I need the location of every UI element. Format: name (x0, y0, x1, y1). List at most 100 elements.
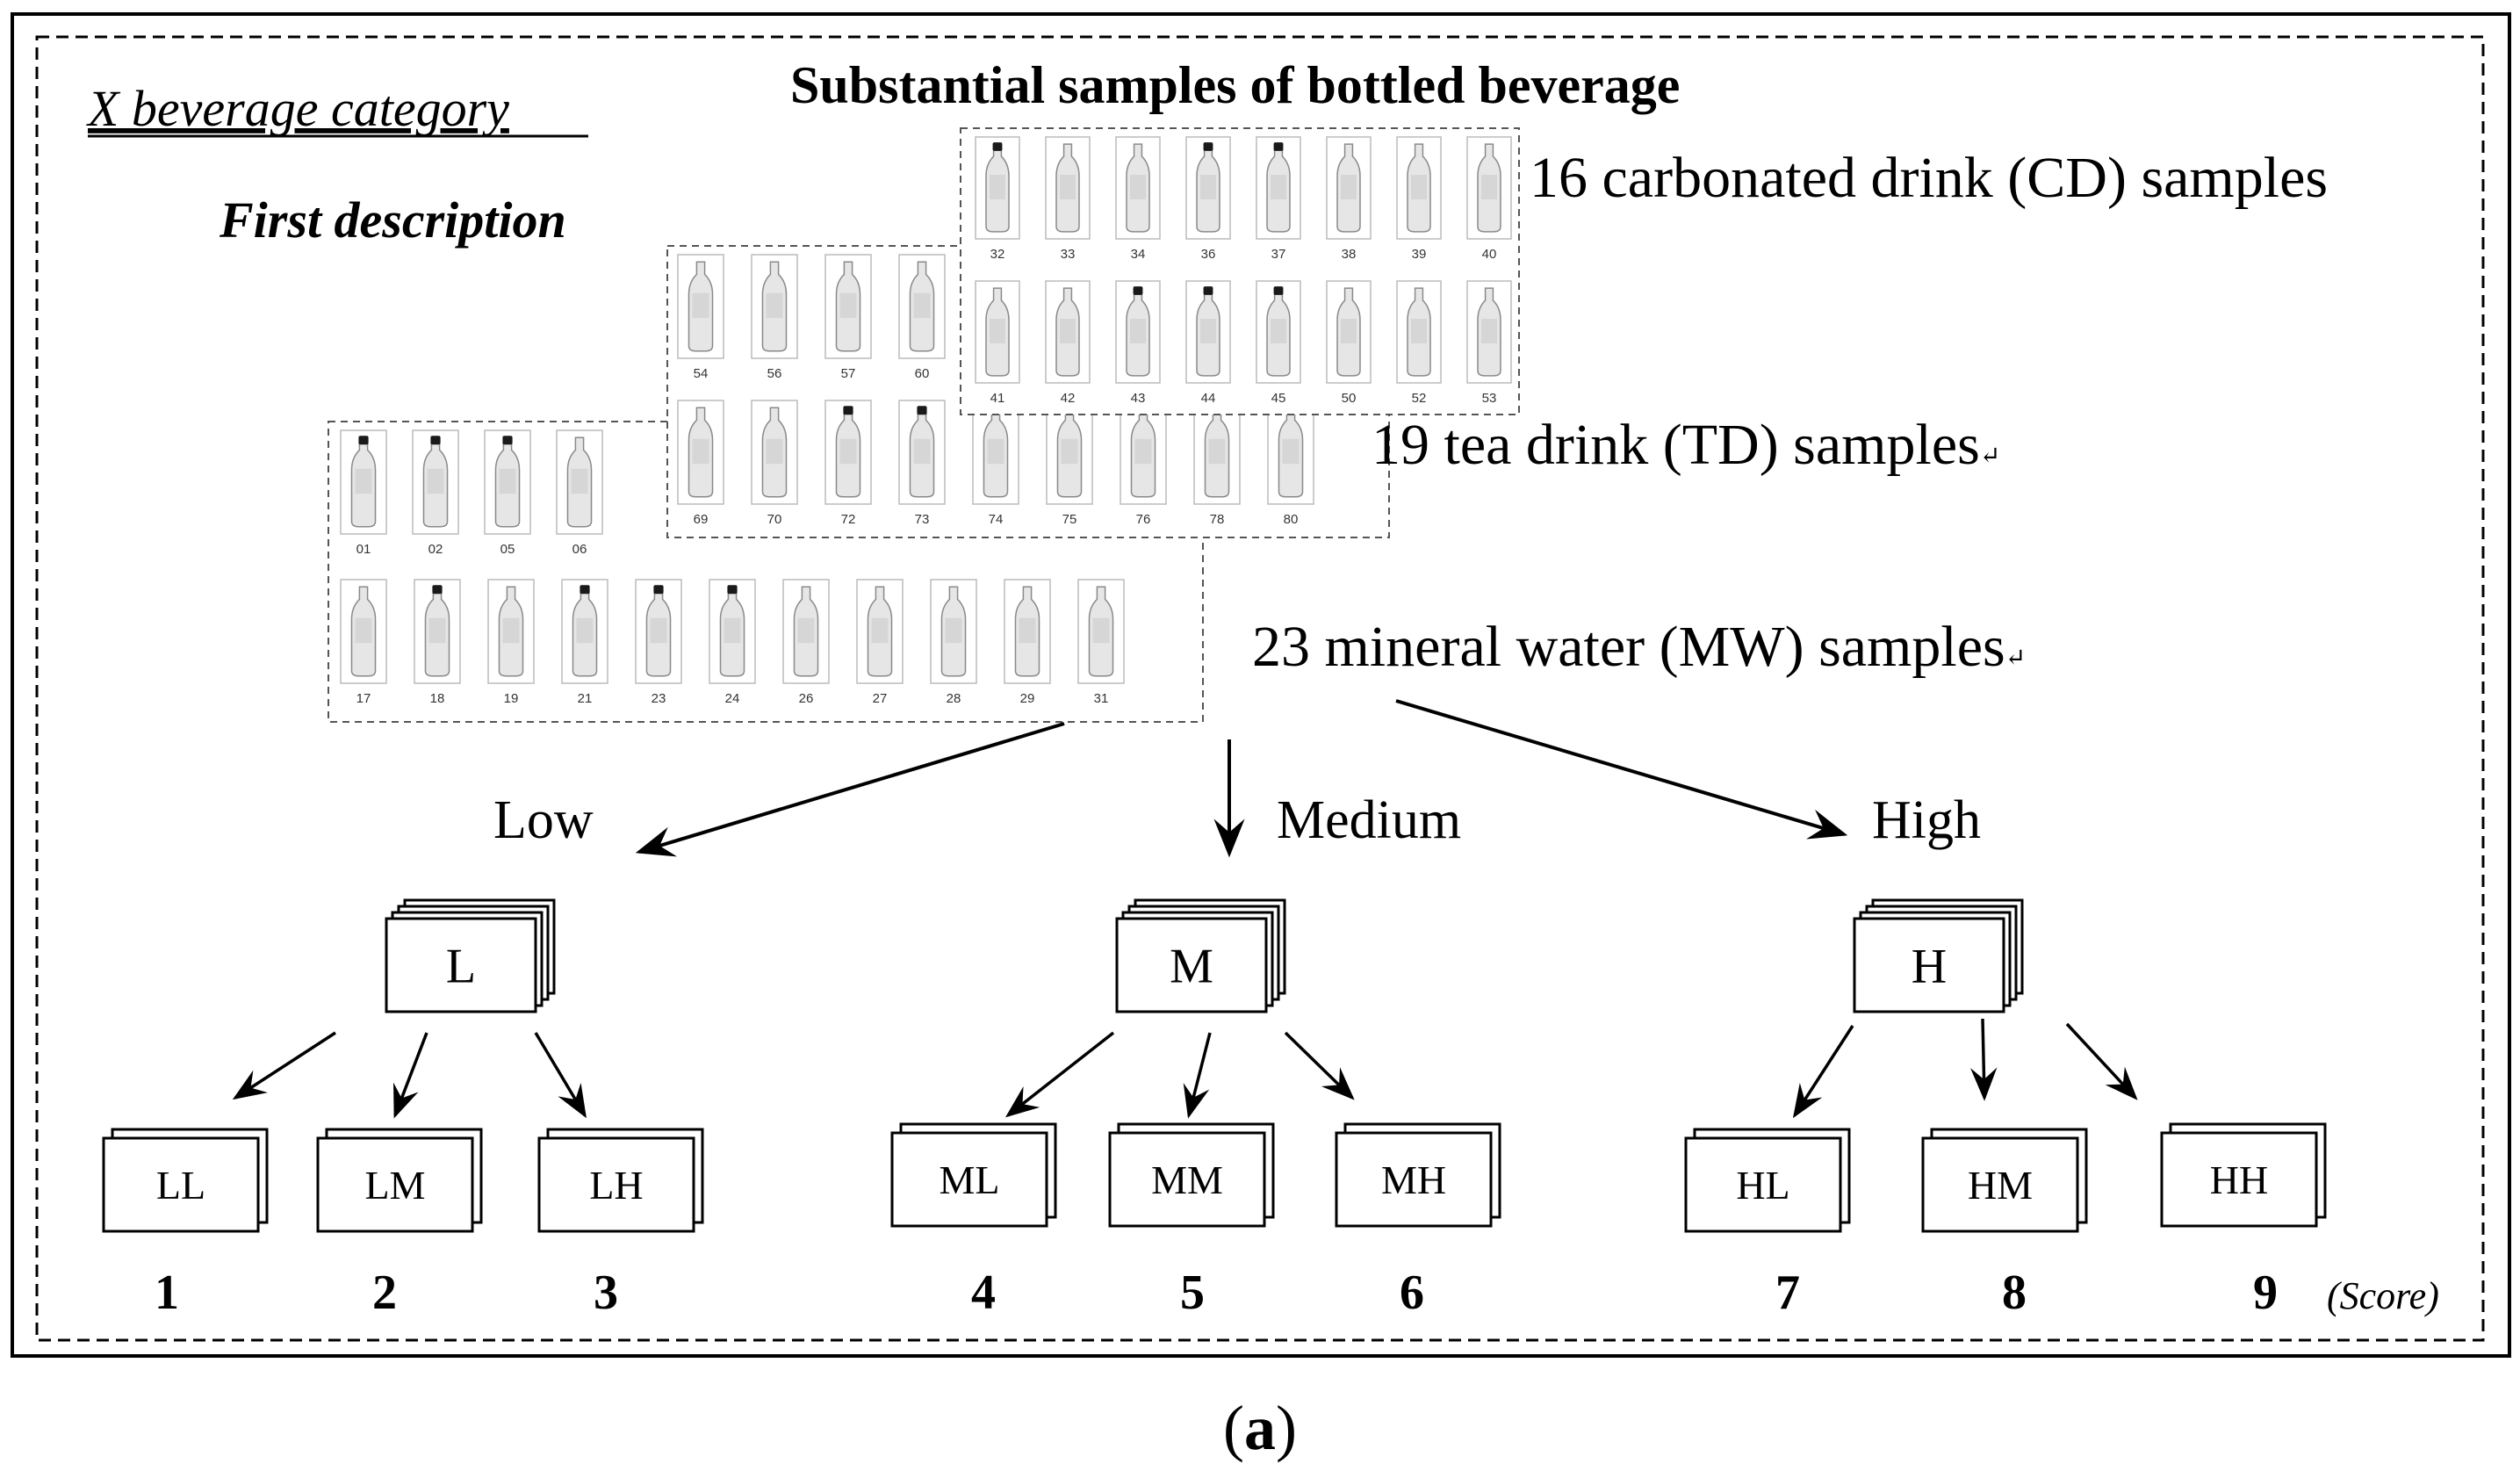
bottle-number: 43 (1131, 391, 1146, 406)
bottle-number: 05 (500, 542, 515, 557)
bottle-sample: 76 (1120, 400, 1167, 527)
bottle-number: 69 (694, 512, 709, 527)
bottle-number: 24 (725, 691, 740, 706)
bottle-sample: 27 (856, 579, 904, 706)
bottle-label-band (355, 617, 372, 644)
bottle-sample: 54 (677, 254, 724, 381)
bottle-sample: 60 (898, 254, 946, 381)
stack-card-front (102, 1136, 260, 1233)
arrow-to-high (1395, 699, 1848, 840)
stack-card-label: LM (365, 1163, 426, 1208)
bottle-sample: 44 (1185, 280, 1231, 406)
bottle-number: 36 (1201, 247, 1216, 262)
sub-arrow (1005, 1031, 1115, 1118)
bottle-label-band (1130, 319, 1146, 343)
bottle-sample: 05 (484, 429, 531, 557)
bottle-label-band (428, 617, 446, 644)
bottle-number: 73 (915, 512, 930, 527)
bottle-number: 23 (652, 691, 666, 706)
bottle-cap-icon (1203, 142, 1213, 151)
bottle-label-band (1411, 175, 1427, 199)
bottle-sample: 41 (975, 280, 1020, 406)
sub-arrow (1284, 1031, 1355, 1100)
return-mark: ↵ (1980, 443, 2000, 470)
bottle-number: 50 (1342, 391, 1357, 406)
bottle-label-band (502, 617, 520, 644)
outer-frame (11, 12, 2511, 1358)
bottle-cap-icon (843, 406, 853, 415)
bottle-sample: 19 (487, 579, 535, 706)
score-number: 2 (372, 1265, 397, 1320)
bottle-number: 37 (1271, 247, 1286, 262)
bottle-sample: 34 (1115, 136, 1161, 262)
bottle-number: 40 (1482, 247, 1497, 262)
bottle-label-band (1092, 617, 1110, 644)
stack-card-front (1853, 917, 2005, 1013)
bottle-label-band (571, 468, 588, 494)
bottle-number: 53 (1482, 391, 1497, 406)
category-label: X beverage category (86, 80, 509, 137)
bottle-number: 34 (1131, 247, 1146, 262)
stack-card-label: HH (2210, 1157, 2268, 1202)
stack-card-front (537, 1136, 695, 1233)
bottle-sample: 74 (972, 400, 1019, 527)
level-label-low: Low (493, 790, 594, 850)
bottle-cap-icon (917, 406, 927, 415)
bottle-number: 29 (1020, 691, 1035, 706)
bottle-label-band (871, 617, 889, 644)
bottle-sample: 36 (1185, 136, 1231, 262)
stack-card-front (2160, 1131, 2318, 1228)
bottle-label-band (1130, 175, 1146, 199)
bottle-sample: 80 (1267, 400, 1314, 527)
bottle-number: 06 (572, 542, 587, 557)
bottle-sample: 52 (1396, 280, 1442, 406)
bottle-sample: 26 (782, 579, 830, 706)
stack-card-front (1115, 917, 1268, 1013)
stack-card-front (1921, 1136, 2079, 1233)
bottle-number: 42 (1061, 391, 1076, 406)
level-label-medium: Medium (1277, 790, 1461, 850)
bottle-label-band (1282, 438, 1300, 465)
bottle-number: 76 (1136, 512, 1151, 527)
bottle-sample: 42 (1045, 280, 1091, 406)
bottle-label-band (1341, 319, 1357, 343)
stack-card-label: MM (1151, 1157, 1223, 1202)
bottle-label-band (576, 617, 594, 644)
score-number: 9 (2253, 1265, 2278, 1320)
bottle-number: 27 (873, 691, 888, 706)
td-group-label: 19 tea drink (TD) samples↵ (1372, 413, 2000, 477)
bottle-sample: 29 (1004, 579, 1051, 706)
bottle-label-band (913, 438, 931, 465)
bottle-label-band (990, 319, 1005, 343)
bottle-cap-icon (430, 436, 441, 445)
bottle-sample: 06 (556, 429, 603, 557)
bottle-number: 39 (1412, 247, 1427, 262)
bottle-sample: 23 (635, 579, 682, 706)
bottle-number: 78 (1210, 512, 1225, 527)
stack-card-label: MH (1381, 1157, 1446, 1202)
bottle-number: 32 (990, 247, 1005, 262)
bottle-cap-icon (727, 585, 738, 595)
sub-box-LM: LM (316, 1128, 483, 1233)
bottle-number: 02 (428, 542, 443, 557)
bottle-label-band (1200, 319, 1216, 343)
bottle-label-band (1200, 175, 1216, 199)
bottle-label-band (766, 292, 783, 319)
bottle-label-band (1208, 438, 1226, 465)
bottle-sample: 24 (709, 579, 756, 706)
bottle-sample: 31 (1077, 579, 1125, 706)
score-number: 7 (1775, 1265, 1800, 1320)
bottle-cap-icon (1273, 286, 1284, 295)
score-number: 8 (2002, 1265, 2027, 1320)
stack-card-front (1684, 1136, 1842, 1233)
bottle-label-band (990, 175, 1005, 199)
bottle-number: 28 (947, 691, 961, 706)
sub-box-HL: HL (1684, 1128, 1851, 1233)
sub-box-LH: LH (537, 1128, 704, 1233)
bottle-label-band (839, 292, 857, 319)
bottle-sample: 43 (1115, 280, 1161, 406)
score-number: 6 (1400, 1265, 1424, 1320)
bottle-sample: 39 (1396, 136, 1442, 262)
stack-card-front (1335, 1131, 1493, 1228)
